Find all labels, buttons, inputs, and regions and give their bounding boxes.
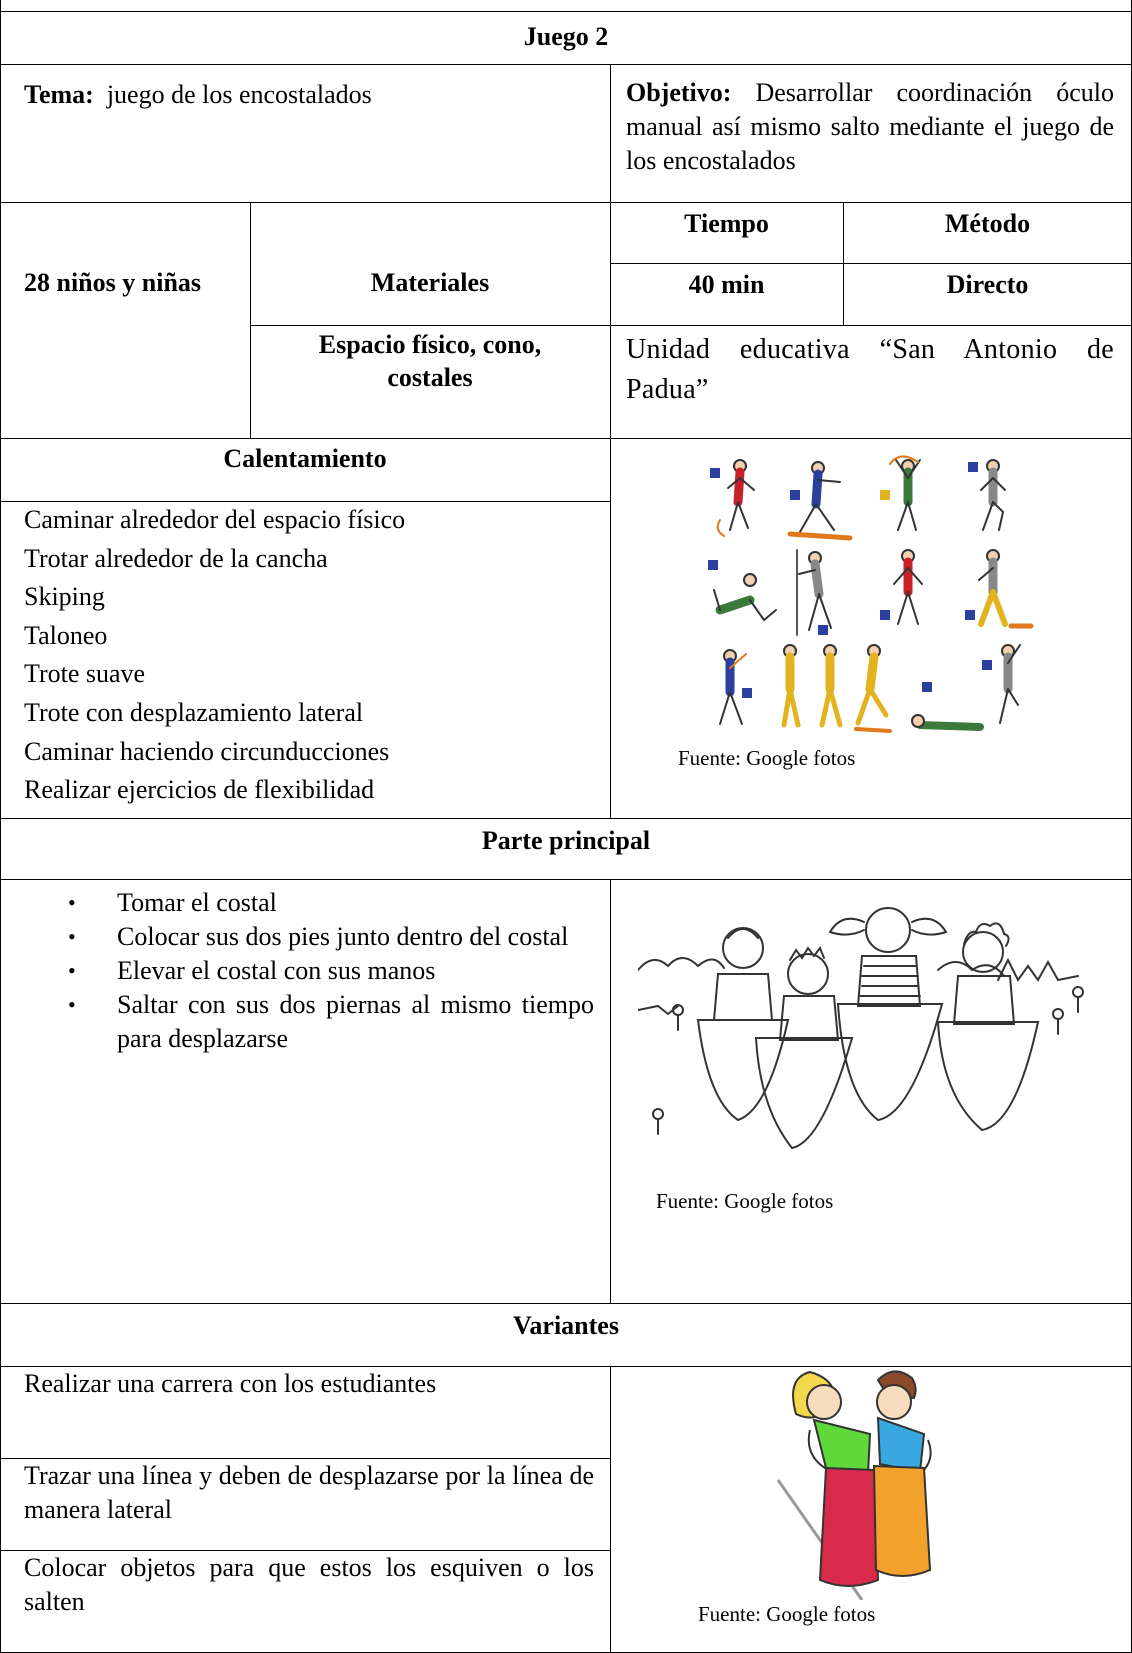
list-item: Elevar el costal con sus manos xyxy=(24,954,594,988)
list-item: Trote suave xyxy=(24,659,146,689)
list-item: Caminar alrededor del espacio físico xyxy=(24,505,406,534)
exercise-figure xyxy=(819,644,843,728)
metodo-value: Directo xyxy=(946,270,1029,299)
list-item: Caminar haciendo circunducciones xyxy=(24,736,390,766)
list-item: Saltar con sus dos piernas al mismo tiem… xyxy=(24,988,594,1056)
materials-value: Espacio físico, cono, costales xyxy=(318,330,542,392)
participants-count: 28 niños y niñas xyxy=(24,268,202,297)
list-item: Realizar ejercicios de flexibilidad xyxy=(24,775,375,805)
girl-figure xyxy=(792,1370,880,1587)
child-figure xyxy=(754,945,854,1150)
variantes-title: Variantes xyxy=(513,1311,619,1340)
child-figure xyxy=(936,922,1040,1132)
objetivo-value: Desarrollar coordinación óculo manual as… xyxy=(626,78,1114,175)
list-item: Skiping xyxy=(24,582,105,612)
exercise-figure xyxy=(796,549,832,636)
calentamiento-source: Fuente: Google fotos xyxy=(678,746,856,770)
warmup-exercises-illustration xyxy=(708,455,1034,733)
exercise-figure xyxy=(787,461,853,541)
parte-principal-list: Tomar el costal Colocar sus dos pies jun… xyxy=(24,886,594,1056)
kids-sack-race-illustration xyxy=(776,1370,932,1600)
tiempo-value: 40 min xyxy=(688,270,765,299)
list-item: Taloneo xyxy=(24,620,108,650)
tema-value: juego de los encostalados xyxy=(106,80,372,109)
boy-figure xyxy=(872,1370,932,1577)
child-figure xyxy=(696,927,790,1122)
flower-icon xyxy=(672,1004,684,1031)
parte-principal-title: Parte principal xyxy=(481,826,651,855)
variantes-source: Fuente: Google fotos xyxy=(698,1602,876,1626)
flower-icon xyxy=(1072,986,1084,1013)
exercise-figure xyxy=(999,644,1021,724)
exercise-figure xyxy=(781,644,801,728)
metodo-label: Método xyxy=(944,209,1031,238)
list-item: Trote con desplazamiento lateral xyxy=(24,697,364,727)
variantes-item-1: Realizar una carrera con los estudiantes xyxy=(24,1369,437,1398)
list-item: Trotar alrededor de la cancha xyxy=(24,543,328,573)
page-title: Juego 2 xyxy=(523,22,609,51)
flower-icon xyxy=(1052,1008,1064,1035)
tema-label: Tema: xyxy=(24,80,94,109)
objetivo-label: Objetivo: xyxy=(626,78,732,107)
exercise-figure xyxy=(978,549,1034,629)
flower-icon xyxy=(652,1108,664,1135)
lugar-text: Unidad educativa “San Antonio de Padua” xyxy=(626,334,1114,405)
variantes-item-2: Trazar una línea y deben de desplazarse … xyxy=(24,1461,594,1524)
exercise-figure xyxy=(716,459,755,537)
tiempo-label: Tiempo xyxy=(684,209,769,238)
list-item: Colocar sus dos pies junto dentro del co… xyxy=(24,920,594,954)
list-item: Tomar el costal xyxy=(24,886,594,920)
exercise-figure xyxy=(893,549,923,625)
objetivo-block: Objetivo: Desarrollar coordinación óculo… xyxy=(626,76,1114,178)
exercise-figure xyxy=(719,649,747,725)
calentamiento-list: Caminar alrededor del espacio físico Tro… xyxy=(24,501,405,810)
calentamiento-title: Calentamiento xyxy=(223,444,387,473)
materials-label: Materiales xyxy=(370,268,490,297)
exercise-figure xyxy=(911,714,984,731)
child-figure xyxy=(828,907,948,1122)
parte-principal-source: Fuente: Google fotos xyxy=(656,1189,834,1213)
sack-race-illustration xyxy=(638,907,1084,1150)
exercise-figure xyxy=(889,455,921,531)
tema-row: Tema: juego de los encostalados xyxy=(24,76,372,113)
exercise-figure xyxy=(713,573,777,622)
exercise-figure xyxy=(854,644,892,733)
exercise-figure xyxy=(980,459,1006,531)
variantes-item-3: Colocar objetos para que estos los esqui… xyxy=(24,1553,594,1616)
